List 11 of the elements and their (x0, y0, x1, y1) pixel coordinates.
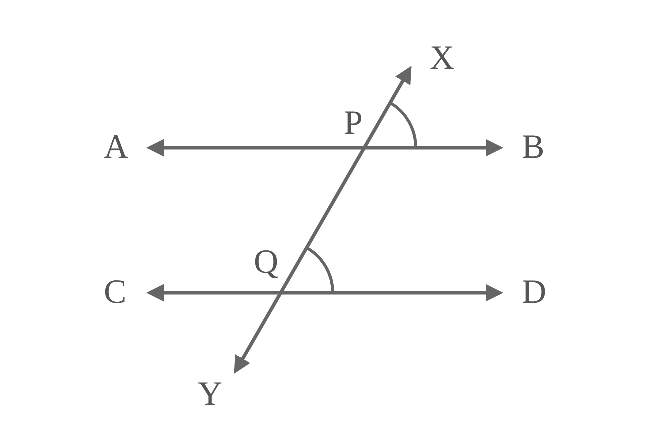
point-label: A (102, 131, 131, 165)
arrow-line (146, 284, 504, 302)
point-label: Q (253, 246, 280, 280)
arrow-line (234, 66, 412, 374)
point-label: D (520, 276, 549, 310)
point-label: Y (196, 378, 225, 412)
point-label: C (102, 276, 129, 310)
point-label: X (428, 42, 457, 76)
point-label: B (520, 131, 547, 165)
arrow-line (146, 139, 504, 157)
point-label: P (343, 107, 364, 141)
